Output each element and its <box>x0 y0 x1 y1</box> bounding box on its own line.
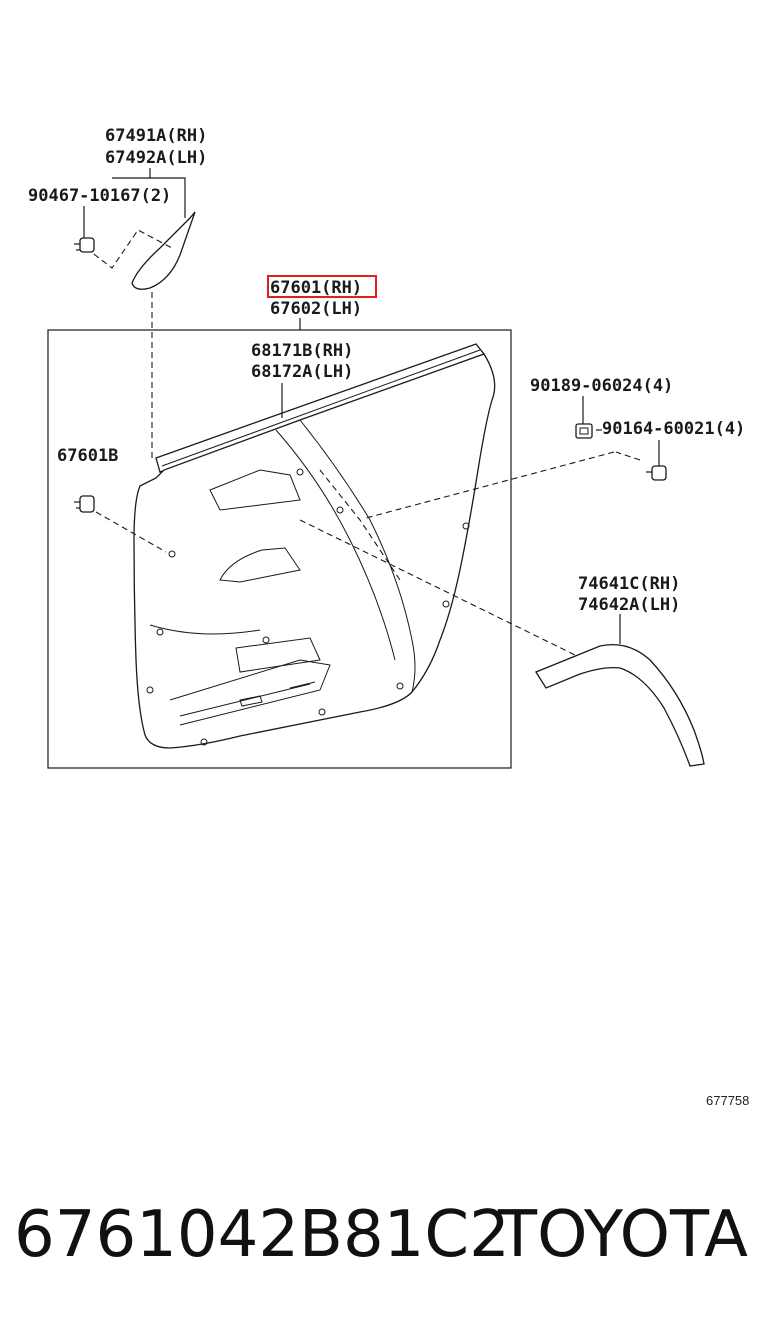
label-67492a-lh: 67492A(LH) <box>105 148 207 168</box>
label-67601-rh: 67601(RH) <box>270 278 362 298</box>
dashed-connectors <box>95 451 641 656</box>
clip-67601b-icon <box>74 495 95 513</box>
label-67601b: 67601B <box>57 446 118 466</box>
label-67602-lh: 67602(LH) <box>270 299 362 319</box>
clip-90189-icon <box>575 396 593 439</box>
brand-name: TOYOTA <box>498 1198 748 1272</box>
label-74641c-rh: 74641C(RH) <box>578 574 680 594</box>
label-90467-10167: 90467-10167(2) <box>28 186 171 206</box>
parts-diagram: 67491A(RH) 67492A(LH) 90467-10167(2) 676… <box>28 126 745 769</box>
label-90164-60021: 90164-60021(4) <box>602 419 745 439</box>
part-number: 6761042B81C2 <box>14 1198 510 1272</box>
label-74642a-lh: 74642A(LH) <box>578 595 680 615</box>
corner-cover-part <box>85 211 196 460</box>
door-trim-panel <box>133 353 496 749</box>
footer: 6761042B81C2 TOYOTA <box>0 1195 760 1275</box>
illustration-code: 677758 <box>706 1093 750 1108</box>
clip-90467-icon <box>74 237 95 253</box>
label-68172a-lh: 68172A(LH) <box>251 362 353 382</box>
label-67491a-rh: 67491A(RH) <box>105 126 207 146</box>
screw-90164-icon <box>596 429 667 481</box>
leader-lines-corner-cover <box>83 168 186 238</box>
assembly-frame <box>47 329 512 769</box>
label-90189-06024: 90189-06024(4) <box>530 376 673 396</box>
garnish-strip-part <box>535 614 705 767</box>
highlight-box <box>267 275 377 298</box>
label-68171b-rh: 68171B(RH) <box>251 341 353 361</box>
